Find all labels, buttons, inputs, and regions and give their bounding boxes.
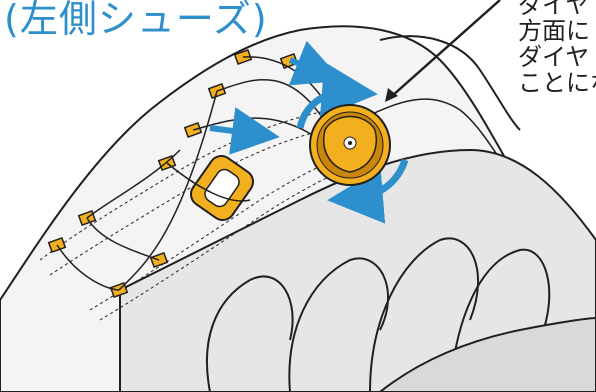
note-line: ダイヤ xyxy=(518,44,596,70)
note-line: ダイヤ xyxy=(518,0,596,18)
shoe-side-label: (左側シューズ) xyxy=(4,0,268,43)
note-line: 方面に xyxy=(518,18,596,44)
reel-dial-logo-icon xyxy=(344,137,356,149)
note-line: ことにな xyxy=(518,70,596,96)
instruction-note: ダイヤ 方面に ダイヤ ことにな xyxy=(518,0,596,96)
